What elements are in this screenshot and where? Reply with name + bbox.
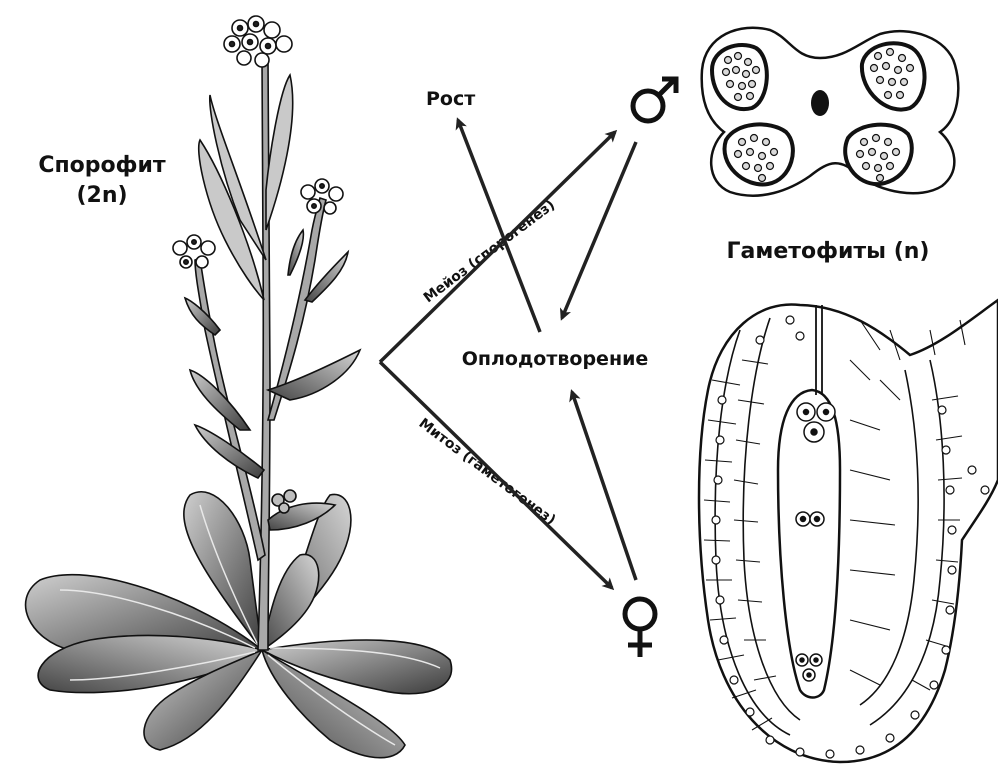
rosette-leaf <box>262 554 319 650</box>
meiosis-arrow <box>380 132 615 362</box>
meiosis-label: Мейоз (спорогенез) <box>421 197 558 306</box>
flower-cluster <box>224 16 292 67</box>
fertilization-label: Оплодотворение <box>462 348 649 370</box>
female-symbol-icon <box>625 599 655 657</box>
mitosis-arrow <box>380 362 612 588</box>
stem-leaf <box>266 75 293 230</box>
flower-cluster <box>173 235 215 268</box>
vascular-bundle <box>811 90 829 116</box>
plant-illustration <box>26 16 452 758</box>
female-to-fertilization-arrow <box>572 392 636 580</box>
male-symbol-icon <box>633 79 676 121</box>
stem-leaf <box>288 230 303 275</box>
male-to-fertilization-arrow <box>562 142 636 318</box>
growth-label: Рост <box>426 88 475 110</box>
anther-cross-section-icon <box>702 28 959 196</box>
sporophyte-label-line1: Спорофит <box>38 153 166 178</box>
gametophytes-label: Гаметофиты (n) <box>727 239 930 264</box>
mitosis-label: Митоз (гаметогенез) <box>416 415 559 528</box>
ovule-cross-section-icon <box>699 300 998 762</box>
main-stem <box>258 60 270 650</box>
sporophyte-label-line2: (2n) <box>76 183 127 208</box>
